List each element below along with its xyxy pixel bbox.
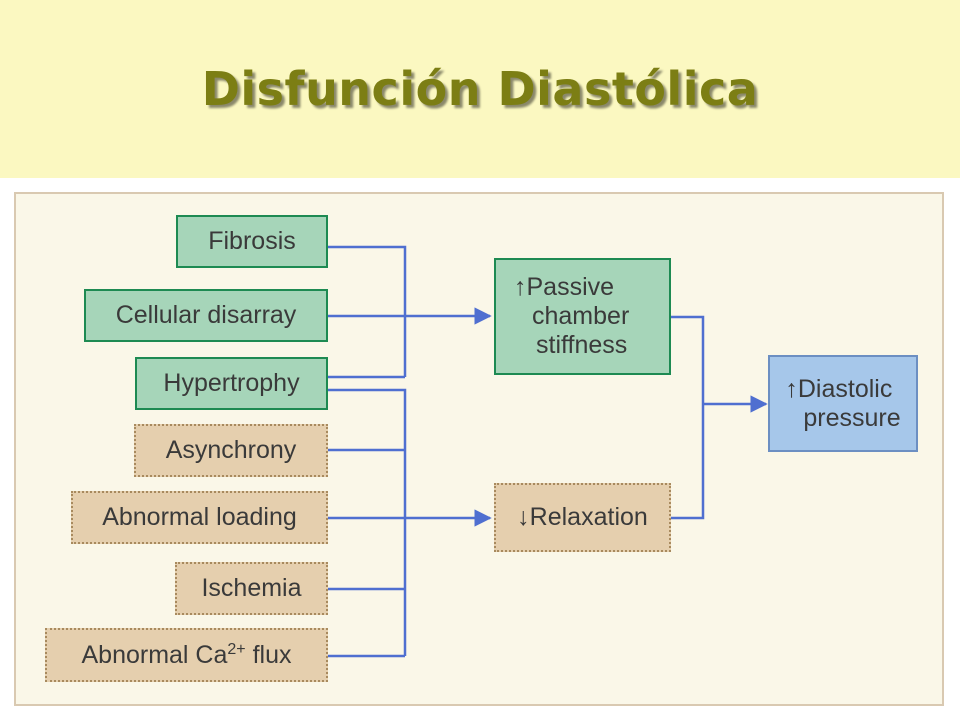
box-asynchrony: Asynchrony (134, 424, 328, 477)
up-arrow-icon: ↑ (514, 273, 527, 302)
box-hypertrophy: Hypertrophy (135, 357, 328, 410)
box-fibrosis: Fibrosis (176, 215, 328, 268)
passive-line-1-text: Passive (526, 273, 615, 302)
hypertrophy-label: Hypertrophy (163, 369, 300, 398)
abnormal-loading-label: Abnormal loading (102, 503, 297, 532)
diastolic-line-1: ↑Diastolic (785, 375, 892, 404)
box-passive-chamber-stiffness: ↑Passive chamber stiffness (494, 258, 671, 375)
box-abnormal-loading: Abnormal loading (71, 491, 328, 544)
box-cellular-disarray: Cellular disarray (84, 289, 328, 342)
connector-passive-out (671, 315, 705, 520)
passive-stiffness-text: ↑Passive chamber stiffness (514, 273, 629, 359)
connector-fibrosis (328, 245, 407, 377)
cellular-disarray-label: Cellular disarray (115, 301, 297, 330)
box-abnormal-ca-flux: Abnormal Ca2+ flux (45, 628, 328, 682)
abnormal-ca-prefix: Abnormal Ca (81, 640, 228, 669)
passive-line-1: ↑Passive (514, 273, 614, 302)
up-arrow-icon: ↑ (785, 374, 798, 403)
box-diastolic-pressure: ↑Diastolic pressure (768, 355, 918, 452)
asynchrony-label: Asynchrony (165, 436, 297, 465)
fibrosis-label: Fibrosis (208, 227, 296, 256)
box-ischemia: Ischemia (175, 562, 328, 615)
passive-line-2: chamber (532, 302, 630, 331)
ischemia-label: Ischemia (201, 574, 302, 603)
down-arrow-icon: ↓ (517, 503, 530, 532)
diastolic-pressure-text: ↑Diastolic pressure (785, 375, 900, 433)
diastolic-line-2: pressure (803, 403, 901, 432)
abnormal-ca-suffix: flux (245, 640, 292, 669)
connector-hypertrophy-lower (328, 388, 407, 656)
slide-title: Disfunción Diastólica (201, 62, 759, 116)
diastolic-line-1-text: Diastolic (797, 374, 893, 403)
abnormal-ca-superscript: 2+ (227, 640, 246, 658)
title-band (0, 0, 960, 178)
abnormal-ca-flux-label: Abnormal Ca2+ flux (81, 641, 291, 670)
passive-line-3: stiffness (536, 330, 628, 359)
relaxation-label: Relaxation (529, 503, 648, 532)
box-relaxation: ↓Relaxation (494, 483, 671, 552)
